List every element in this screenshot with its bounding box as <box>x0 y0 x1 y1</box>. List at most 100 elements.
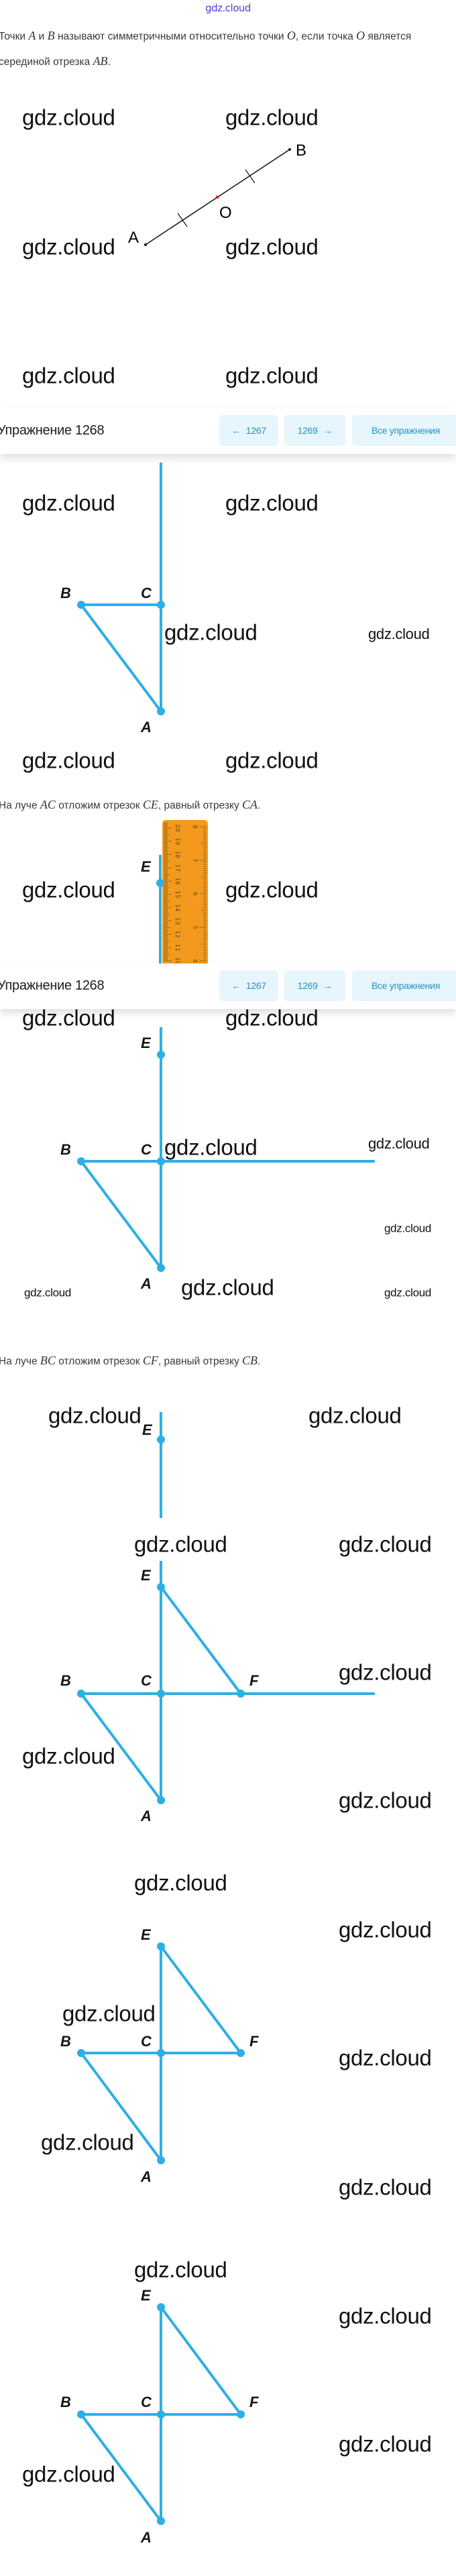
math: AB <box>93 54 108 68</box>
arrow-left-icon: ← <box>231 980 241 991</box>
arrow-left-icon: ← <box>231 425 241 436</box>
watermark: gdz.cloud <box>22 105 115 130</box>
prev-exercise-button[interactable]: ← 1267 <box>219 970 278 1001</box>
all-exercises-button[interactable]: Все упражнения <box>352 970 456 1001</box>
watermark: gdz.cloud <box>308 1403 402 1428</box>
point-a <box>157 2517 165 2525</box>
next-exercise-button[interactable]: 1269→ <box>284 970 345 1001</box>
label-o: O <box>219 204 232 222</box>
watermark: gdz.cloud <box>22 1743 115 1769</box>
ruler-number: 12 <box>174 931 180 938</box>
math: CF <box>142 1354 158 1367</box>
text: является серединой отрезка <box>0 31 412 68</box>
point-b <box>77 2410 85 2418</box>
point-c <box>157 1690 165 1698</box>
label-c: C <box>141 1672 152 1689</box>
point-b <box>77 2049 85 2057</box>
point-b <box>288 148 291 151</box>
figure-parallelogram-1 <box>77 1942 245 2164</box>
segment-ab <box>80 1692 162 1802</box>
all-exercises-label: Все упражнения <box>372 980 440 991</box>
math: O <box>356 29 365 42</box>
ruler-number: 11 <box>174 943 180 951</box>
watermark: gdz.cloud <box>339 1917 432 1942</box>
watermark: gdz.cloud <box>164 1134 258 1160</box>
paragraph-step-ce: На луче AC отложим отрезок CE, равный от… <box>0 793 449 818</box>
label-b: B <box>60 2033 71 2050</box>
label-f: F <box>249 1672 259 1689</box>
prev-label: 1267 <box>245 980 266 991</box>
watermark: gdz.cloud <box>62 2001 156 2026</box>
point-f <box>237 2049 245 2057</box>
point-a <box>157 707 165 715</box>
site-logo-link[interactable]: gdz.cloud <box>205 2 251 14</box>
label-b: B <box>60 585 71 601</box>
next-label: 1269 <box>297 980 318 991</box>
watermark: gdz.cloud <box>225 748 319 773</box>
math: AC <box>40 798 56 811</box>
point-b <box>77 1157 85 1165</box>
ruler-number: 6 <box>191 892 198 896</box>
ruler-number: 20 <box>174 824 180 832</box>
label-f: F <box>249 2033 259 2050</box>
next-exercise-button[interactable]: 1269→ <box>284 415 345 446</box>
label-b: B <box>60 2394 71 2410</box>
segment-ab <box>80 603 162 713</box>
watermark: gdz.cloud <box>225 490 319 516</box>
label-a: A <box>140 1808 152 1824</box>
math: CE <box>142 798 158 811</box>
label-b: B <box>60 1672 71 1689</box>
ruler-number: 7 <box>191 858 198 862</box>
label-e: E <box>141 1567 152 1584</box>
watermark: gdz.cloud <box>384 1222 432 1235</box>
prev-exercise-button[interactable]: ← 1267 <box>219 415 278 446</box>
point-f <box>237 2410 245 2418</box>
watermark: gdz.cloud <box>225 105 319 130</box>
ruler-number: 15 <box>174 890 180 898</box>
math: CA <box>242 798 258 811</box>
point-e <box>156 879 164 887</box>
watermark: gdz.cloud <box>339 1788 432 1813</box>
watermark: gdz.cloud <box>339 1659 432 1685</box>
exercise-title: Упражнение 1268 <box>0 978 105 993</box>
tick-mark <box>177 213 188 227</box>
ruler-number: 17 <box>174 864 180 872</box>
text: На луче <box>0 1356 40 1367</box>
text: На луче <box>0 800 40 811</box>
text: . <box>107 56 111 68</box>
paragraph-symmetry-definition: Точки A и B называют симметричными относ… <box>0 23 449 74</box>
point-e <box>157 1436 165 1444</box>
point-o <box>215 195 219 199</box>
all-exercises-button[interactable]: Все упражнения <box>352 415 456 446</box>
ruler-number: 16 <box>174 877 180 885</box>
watermark: gdz.cloud <box>134 2257 227 2282</box>
figure-e-fragment <box>157 1412 165 1518</box>
watermark: gdz.cloud <box>181 1275 274 1300</box>
segment-ef <box>160 1586 242 1695</box>
math: CB <box>242 1354 258 1367</box>
point-a <box>157 2156 165 2164</box>
label-a: A <box>140 1275 152 1292</box>
text: отложим отрезок <box>55 1356 143 1367</box>
math: A <box>28 29 36 42</box>
text: отложим отрезок <box>55 800 143 811</box>
watermark: gdz.cloud <box>134 1870 227 1895</box>
point-e <box>157 1583 165 1591</box>
watermark: gdz.cloud <box>22 748 115 773</box>
ruler-number: 8 <box>191 825 198 829</box>
label-c: C <box>141 1141 152 1158</box>
ruler-number: 14 <box>174 904 180 912</box>
watermark: gdz.cloud <box>24 1286 72 1299</box>
prev-label: 1267 <box>245 425 266 436</box>
label-e: E <box>141 2287 152 2304</box>
watermark: gdz.cloud <box>339 2045 432 2070</box>
point-c <box>157 2410 165 2418</box>
segment-ab <box>80 2052 162 2162</box>
label-a: A <box>140 2168 152 2185</box>
watermark: gdz.cloud <box>368 626 430 642</box>
segment-ab <box>80 2413 162 2522</box>
watermark: gdz.cloud <box>339 2303 432 2329</box>
exercise-title: Упражнение 1268 <box>0 423 105 438</box>
